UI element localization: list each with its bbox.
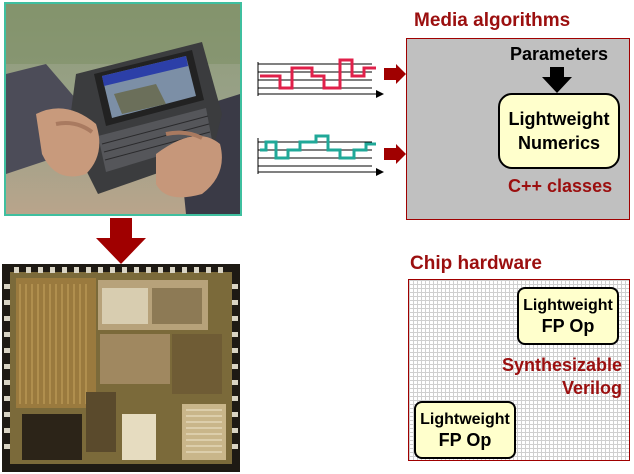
cpp-classes-label: C++ classes — [508, 176, 613, 196]
numerics-line2: Numerics — [517, 133, 601, 153]
fp-op-top-line2: FP Op — [541, 316, 595, 336]
synth-line2: Verilog — [561, 378, 622, 398]
parameters-down-arrow-icon — [542, 67, 572, 93]
lightweight-numerics-box: Lightweight Numerics — [498, 93, 620, 169]
media-algorithms-title: Media algorithms — [414, 10, 571, 31]
fp-op-bottom-line1: Lightweight — [420, 411, 510, 428]
right-arrow-icon — [384, 144, 406, 164]
parameters-label: Parameters — [510, 44, 609, 64]
fp-op-box-bottom: Lightweight FP Op — [414, 401, 516, 459]
numerics-line1: Lightweight — [508, 109, 610, 129]
down-arrow-icon — [96, 218, 146, 264]
right-arrow-icon — [384, 64, 406, 84]
synthesizable-verilog-label: Synthesizable Verilog — [482, 354, 622, 400]
chip-die-photo — [2, 264, 240, 472]
fp-op-bottom-line2: FP Op — [438, 430, 492, 450]
fp-op-box-top: Lightweight FP Op — [517, 287, 619, 345]
fp-op-top-line1: Lightweight — [523, 297, 613, 314]
signal-waveform-red — [257, 58, 384, 98]
handheld-device-photo — [4, 2, 242, 216]
chip-hardware-title: Chip hardware — [410, 253, 542, 274]
synth-line1: Synthesizable — [501, 355, 622, 375]
signal-waveform-teal — [257, 134, 384, 176]
